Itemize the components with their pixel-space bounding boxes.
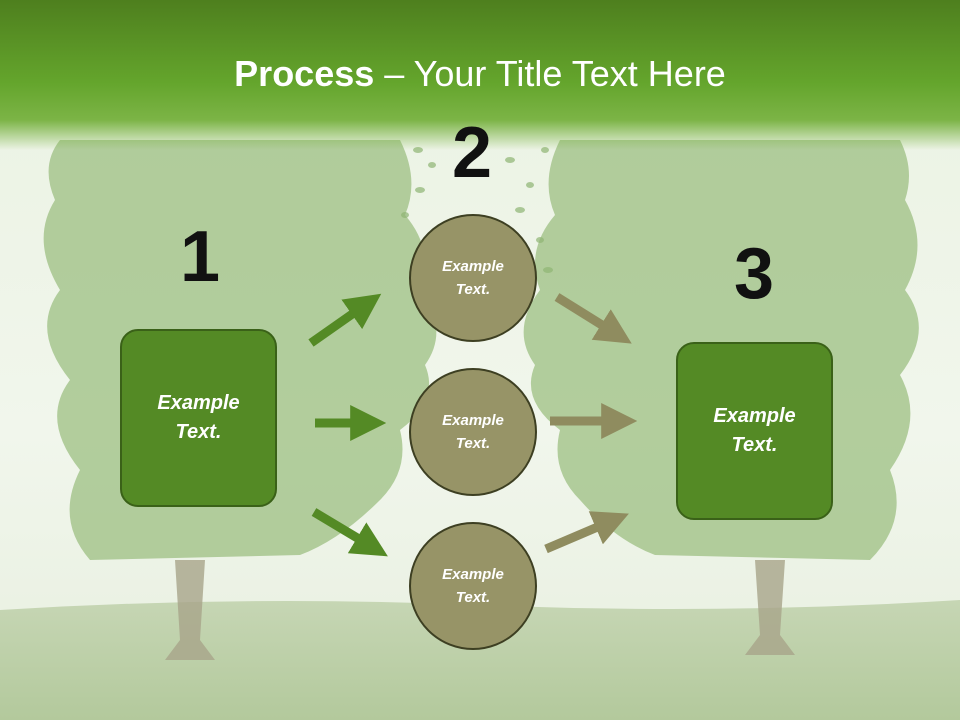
step-3-box-text: Example Text. bbox=[713, 405, 796, 456]
circle-text: Example Text. bbox=[442, 412, 504, 452]
circle-text: Example Text. bbox=[442, 258, 504, 298]
step-1-box[interactable]: Example Text. bbox=[120, 329, 277, 507]
step-number-1: 1 bbox=[179, 217, 221, 297]
step-2-circle-top[interactable]: Example Text. bbox=[409, 214, 537, 342]
arrow-icon bbox=[544, 511, 629, 554]
step-1-box-text: Example Text. bbox=[157, 392, 240, 443]
step-number-2: 2 bbox=[451, 113, 493, 193]
step-number-3: 3 bbox=[733, 234, 775, 314]
step-2-circle-bottom[interactable]: Example Text. bbox=[409, 522, 537, 650]
arrow-icon bbox=[311, 508, 388, 557]
title-bold: Process bbox=[234, 53, 375, 94]
slide-title: Process – Your Title Text Here bbox=[0, 52, 960, 96]
title-rest: – Your Title Text Here bbox=[374, 53, 726, 94]
arrow-icon bbox=[308, 293, 382, 347]
arrow-icon bbox=[554, 293, 632, 344]
step-2-circle-middle[interactable]: Example Text. bbox=[409, 368, 537, 496]
circle-text: Example Text. bbox=[442, 566, 504, 606]
title-bar bbox=[0, 0, 960, 150]
step-3-box[interactable]: Example Text. bbox=[676, 342, 833, 520]
